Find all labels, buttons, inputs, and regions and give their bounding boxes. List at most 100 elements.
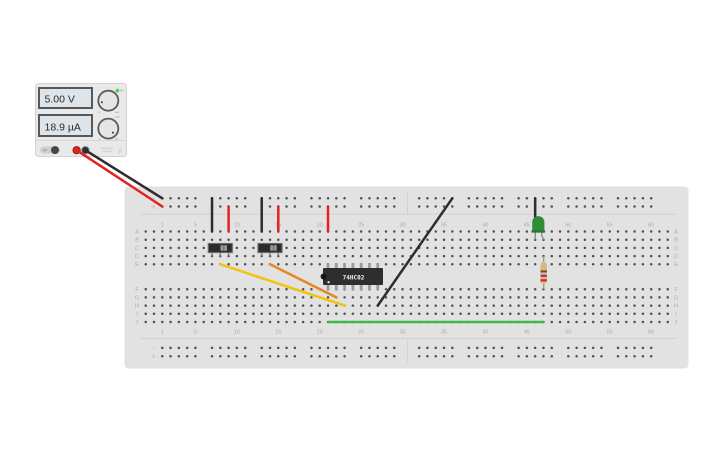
breadboard-hole[interactable] xyxy=(335,312,338,316)
current-knob[interactable] xyxy=(97,117,120,140)
breadboard-hole[interactable] xyxy=(185,320,189,324)
rail-hole[interactable] xyxy=(417,346,421,350)
breadboard-hole[interactable] xyxy=(243,287,247,291)
breadboard-hole[interactable] xyxy=(268,312,272,316)
switch-body[interactable] xyxy=(257,242,283,254)
breadboard-hole[interactable] xyxy=(144,296,147,299)
breadboard-hole[interactable] xyxy=(492,263,495,266)
breadboard-hole[interactable] xyxy=(185,304,189,307)
breadboard-hole[interactable] xyxy=(509,238,512,241)
breadboard-hole[interactable] xyxy=(509,304,512,307)
breadboard-hole[interactable] xyxy=(633,238,636,241)
rail-hole[interactable] xyxy=(641,354,645,358)
breadboard-hole[interactable] xyxy=(310,287,313,291)
breadboard-hole[interactable] xyxy=(343,254,346,258)
breadboard-hole[interactable] xyxy=(591,263,595,266)
rail-hole[interactable] xyxy=(227,197,230,200)
breadboard-hole[interactable] xyxy=(550,238,553,241)
breadboard-hole[interactable] xyxy=(500,304,504,307)
rail-hole[interactable] xyxy=(268,354,272,358)
breadboard-hole[interactable] xyxy=(376,312,379,316)
breadboard-hole[interactable] xyxy=(583,287,587,291)
toggle-knob-icon[interactable] xyxy=(51,146,59,155)
breadboard-hole[interactable] xyxy=(301,263,305,266)
breadboard-hole[interactable] xyxy=(252,238,255,241)
breadboard-hole[interactable] xyxy=(509,230,512,233)
breadboard-hole[interactable] xyxy=(641,254,645,258)
breadboard[interactable]: − + − + 11551010151520202525303035354040… xyxy=(124,186,689,369)
breadboard-hole[interactable] xyxy=(517,312,520,316)
breadboard-hole[interactable] xyxy=(235,296,239,299)
breadboard-hole[interactable] xyxy=(666,296,670,299)
breadboard-hole[interactable] xyxy=(426,238,429,241)
breadboard-hole[interactable] xyxy=(384,312,388,316)
breadboard-hole[interactable] xyxy=(567,320,570,324)
breadboard-hole[interactable] xyxy=(591,304,595,307)
led-green[interactable] xyxy=(531,216,546,240)
rail-hole[interactable] xyxy=(169,346,172,350)
breadboard-hole[interactable] xyxy=(202,246,205,250)
breadboard-hole[interactable] xyxy=(277,304,280,307)
breadboard-hole[interactable] xyxy=(227,304,230,307)
rail-hole[interactable] xyxy=(194,197,197,200)
rail-hole[interactable] xyxy=(243,205,247,208)
breadboard-hole[interactable] xyxy=(509,296,512,299)
rail-hole[interactable] xyxy=(542,346,545,350)
breadboard-hole[interactable] xyxy=(144,254,147,258)
breadboard-hole[interactable] xyxy=(227,238,230,241)
breadboard-hole[interactable] xyxy=(177,263,181,266)
breadboard-hole[interactable] xyxy=(351,230,355,233)
breadboard-hole[interactable] xyxy=(376,254,379,258)
breadboard-hole[interactable] xyxy=(558,304,562,307)
breadboard-hole[interactable] xyxy=(417,254,421,258)
breadboard-hole[interactable] xyxy=(202,312,205,316)
breadboard-hole[interactable] xyxy=(210,320,214,324)
breadboard-hole[interactable] xyxy=(583,238,587,241)
breadboard-hole[interactable] xyxy=(409,230,413,233)
breadboard-hole[interactable] xyxy=(525,238,529,241)
breadboard-hole[interactable] xyxy=(351,312,355,316)
breadboard-hole[interactable] xyxy=(666,238,670,241)
breadboard-hole[interactable] xyxy=(401,263,404,266)
breadboard-hole[interactable] xyxy=(475,312,479,316)
breadboard-hole[interactable] xyxy=(434,312,437,316)
breadboard-hole[interactable] xyxy=(152,312,156,316)
breadboard-hole[interactable] xyxy=(260,312,263,316)
breadboard-hole[interactable] xyxy=(575,304,578,307)
breadboard-hole[interactable] xyxy=(484,312,487,316)
rail-hole[interactable] xyxy=(227,354,230,358)
breadboard-hole[interactable] xyxy=(616,246,620,250)
rail-hole[interactable] xyxy=(500,346,504,350)
breadboard-hole[interactable] xyxy=(277,238,280,241)
breadboard-hole[interactable] xyxy=(649,254,653,258)
rail-hole[interactable] xyxy=(277,197,280,200)
breadboard-hole[interactable] xyxy=(550,312,553,316)
breadboard-hole[interactable] xyxy=(434,287,437,291)
rail-hole[interactable] xyxy=(268,205,272,208)
breadboard-hole[interactable] xyxy=(500,254,504,258)
breadboard-hole[interactable] xyxy=(550,304,553,307)
rail-hole[interactable] xyxy=(285,205,288,208)
breadboard-hole[interactable] xyxy=(202,263,205,266)
breadboard-hole[interactable] xyxy=(451,304,454,307)
wire[interactable] xyxy=(75,148,164,208)
breadboard-hole[interactable] xyxy=(542,312,545,316)
breadboard-hole[interactable] xyxy=(608,287,611,291)
breadboard-hole[interactable] xyxy=(633,320,636,324)
rail-hole[interactable] xyxy=(335,346,338,350)
breadboard-hole[interactable] xyxy=(384,304,388,307)
breadboard-hole[interactable] xyxy=(500,312,504,316)
rail-hole[interactable] xyxy=(326,197,330,200)
breadboard-hole[interactable] xyxy=(293,320,297,324)
breadboard-hole[interactable] xyxy=(210,238,214,241)
breadboard-hole[interactable] xyxy=(285,320,288,324)
breadboard-hole[interactable] xyxy=(533,304,537,307)
breadboard-hole[interactable] xyxy=(616,304,620,307)
breadboard-hole[interactable] xyxy=(467,238,471,241)
breadboard-hole[interactable] xyxy=(227,263,230,266)
rail-hole[interactable] xyxy=(641,205,645,208)
breadboard-hole[interactable] xyxy=(368,230,371,233)
breadboard-hole[interactable] xyxy=(600,304,603,307)
breadboard-hole[interactable] xyxy=(194,296,197,299)
breadboard-hole[interactable] xyxy=(625,320,628,324)
